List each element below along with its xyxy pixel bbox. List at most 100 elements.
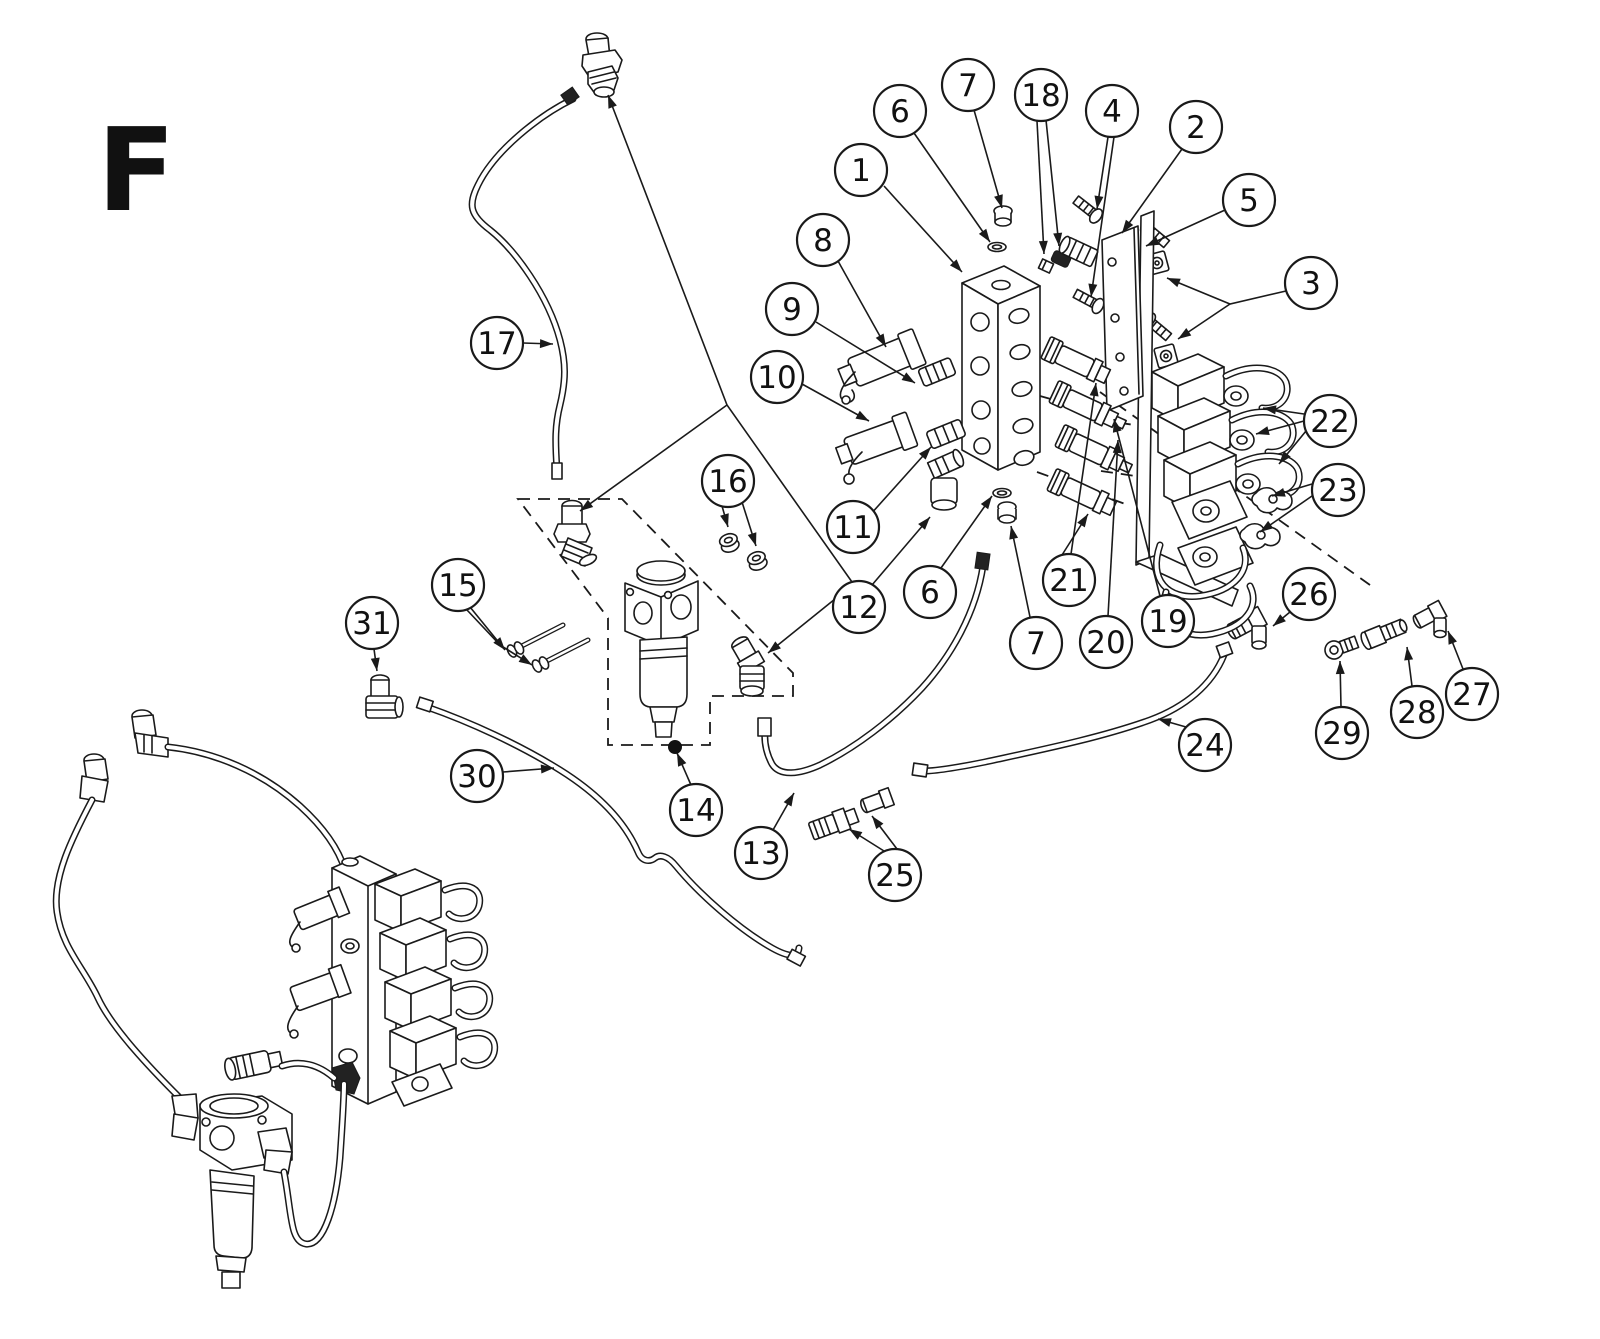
leader-arrow-23: [1260, 520, 1274, 532]
filter-regulator-exploded: [624, 560, 699, 738]
leader-arrow-10: [855, 410, 869, 421]
grommets-16: [717, 530, 770, 574]
leader-arrow-25: [849, 829, 863, 840]
callout-balloon-1: [833, 142, 889, 198]
callout-29: 29: [1314, 660, 1370, 761]
callout-number-8: 8: [813, 223, 833, 259]
leader-line-4: [1090, 136, 1115, 298]
retaining-clips-23: [1239, 486, 1293, 550]
leader-line-18: [1045, 119, 1060, 247]
leader-arrow-19: [1112, 419, 1122, 433]
callout-6a: 6: [872, 83, 991, 243]
callout-number-24: 24: [1185, 728, 1224, 764]
leader-arrow-24: [1158, 718, 1172, 727]
leader-arrow-29: [1335, 661, 1345, 675]
tube-30: [415, 696, 807, 967]
callout-number-25: 25: [875, 858, 914, 894]
leader-arrow-18: [1053, 232, 1063, 246]
tube-17: [468, 86, 580, 480]
callout-balloon-26: [1281, 566, 1337, 622]
assembled-valve-bank: [374, 868, 499, 1107]
assembled-elbow-a: [131, 709, 169, 758]
callout-balloon-28: [1389, 684, 1445, 740]
leader-line-5: [1145, 209, 1226, 247]
leader-arrow-2: [1122, 219, 1134, 233]
elbow-fitting-box: [553, 499, 598, 567]
leader-arrow-22: [1263, 405, 1277, 415]
fitting-29: [1324, 635, 1360, 660]
leader-arrow-21: [1089, 383, 1099, 397]
mounting-plate-2: [1101, 225, 1144, 412]
leader-arrow-11: [918, 447, 931, 460]
leader-arrow-23: [1272, 487, 1286, 497]
fitting-28: [1360, 618, 1408, 651]
leader-arrow-6b: [980, 496, 992, 510]
callout-balloon-2: [1168, 99, 1224, 155]
callout-31: 31: [344, 595, 400, 672]
callout-balloon-31: [344, 595, 400, 651]
callout-10: 10: [749, 349, 870, 422]
callout-8: 8: [795, 212, 887, 348]
callout-number-10: 10: [757, 360, 796, 396]
leader-line-7b: [1010, 525, 1031, 618]
leader-arrow-7a: [994, 194, 1003, 208]
fitting-27: [1412, 599, 1448, 639]
leader-line-6b: [940, 495, 993, 569]
leader-arrow-21: [1077, 514, 1088, 528]
leader-arrow-30: [540, 764, 554, 774]
leader-arrow-6a: [978, 228, 990, 242]
callout-balloon-10: [749, 349, 805, 405]
elbow-fitting-filter-right: [731, 636, 766, 697]
callout-12: 12: [579, 94, 931, 654]
leader-line-21: [1070, 382, 1097, 555]
callout-balloon-9: [764, 281, 820, 337]
leader-line-7a: [973, 109, 1003, 209]
callout-26: 26: [1272, 566, 1337, 627]
callout-number-6b: 6: [920, 575, 940, 611]
callout-13: 13: [733, 792, 795, 881]
callout-number-2: 2: [1186, 110, 1206, 146]
callout-balloon-19: [1140, 593, 1196, 649]
leader-arrow-26: [1273, 614, 1286, 626]
leader-line-19: [1113, 418, 1161, 597]
callout-balloon-14: [668, 782, 724, 838]
leader-arrow-4: [1088, 283, 1098, 297]
callout-14: 14: [668, 752, 724, 838]
callout-number-3: 3: [1301, 266, 1321, 302]
callout-1: 1: [833, 142, 963, 273]
callout-balloon-5: [1221, 172, 1277, 228]
callout-20: 20: [1078, 439, 1134, 670]
callout-balloon-6a: [872, 83, 928, 139]
assembled-quick-connect: [224, 1050, 284, 1081]
callout-number-15: 15: [438, 568, 477, 604]
callout-number-31: 31: [352, 606, 391, 642]
callout-6b: 6: [902, 495, 993, 620]
callout-balloon-29: [1314, 705, 1370, 761]
callout-30: 30: [449, 748, 555, 804]
leader-arrow-14: [677, 753, 687, 767]
leader-line-9: [815, 321, 916, 384]
callout-23: 23: [1259, 462, 1366, 533]
leader-line-3: [1166, 277, 1287, 305]
callout-balloon-7a: [940, 57, 996, 113]
tube-stubs-15: [506, 622, 591, 673]
leader-arrow-12: [768, 641, 781, 653]
manifold-block: [961, 265, 1041, 471]
leader-arrow-15: [518, 654, 532, 665]
callout-balloon-15: [430, 557, 486, 613]
leader-arrow-4: [1094, 195, 1104, 209]
callout-balloon-17: [469, 315, 525, 371]
callout-number-28: 28: [1397, 695, 1436, 731]
leader-arrow-31: [370, 657, 380, 671]
callout-balloon-11: [825, 499, 881, 555]
leader-line-20: [1107, 439, 1119, 617]
callout-number-1: 1: [851, 153, 871, 189]
callout-balloon-13: [733, 825, 789, 881]
callout-balloon-4: [1084, 83, 1140, 139]
callout-28: 28: [1389, 646, 1445, 740]
callout-number-30: 30: [457, 759, 496, 795]
callout-7b: 7: [1008, 525, 1064, 671]
leader-line-12: [607, 94, 853, 583]
callout-balloon-25: [867, 847, 923, 903]
assembled-view: [52, 709, 499, 1289]
